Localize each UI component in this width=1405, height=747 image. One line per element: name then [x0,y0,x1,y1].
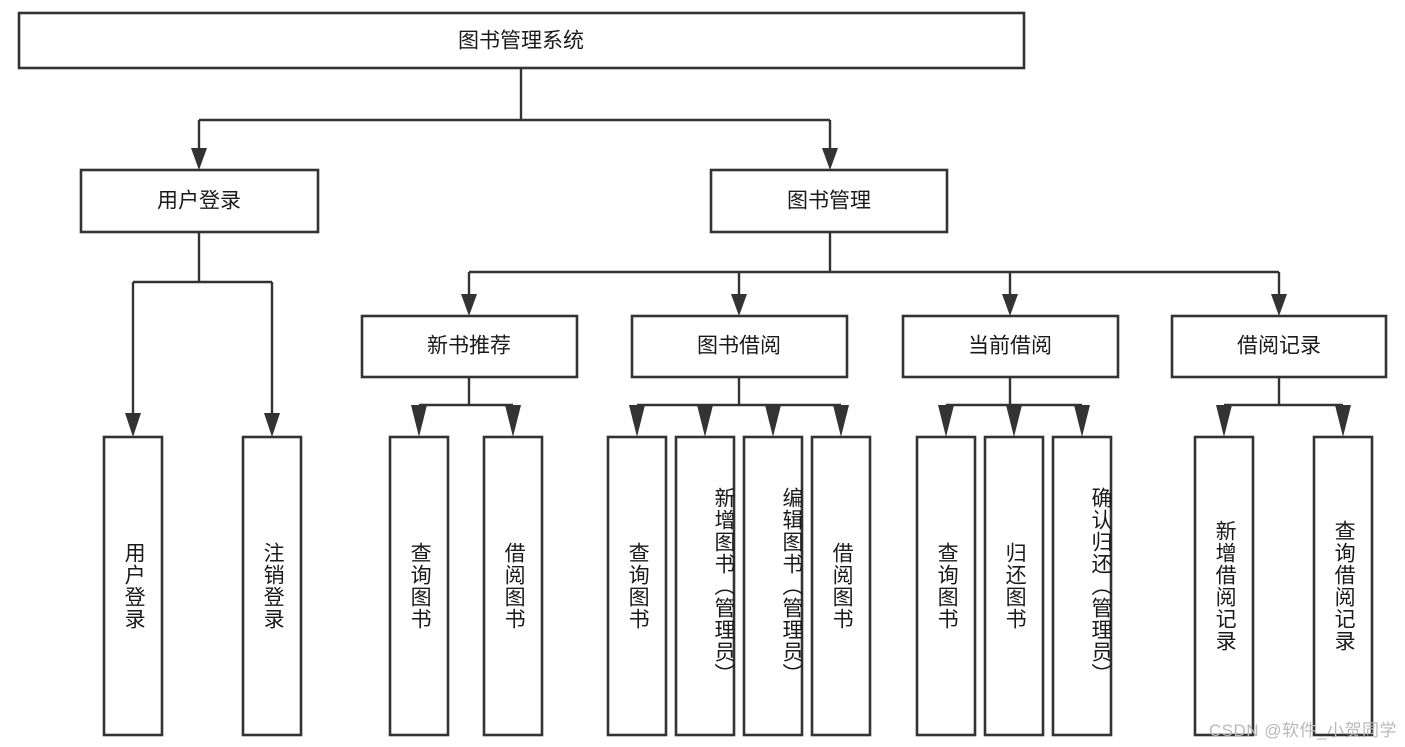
node-box-leaf-br-2[interactable] [1312,435,1374,737]
arrow-head-leaf-cb-3 [1074,405,1090,437]
arrow-head-leaf-cb-2 [1006,405,1022,437]
node-label-user-login: 用户登录 [157,190,241,213]
arrow-head-book-borrow [731,294,747,316]
arrow-head-new-book-recommend [461,294,477,316]
arrow-head-leaf-user-login-1 [125,413,141,437]
node-label-new-book-recommend: 新书推荐 [427,335,511,358]
arrow-head-leaf-br-1 [1216,405,1232,437]
arrow-head-leaf-nbr-1 [411,405,427,437]
arrow-head-leaf-bb-1 [629,405,645,437]
node-box-leaf-bb-3[interactable] [742,435,804,737]
node-box-leaf-bb-4[interactable] [810,435,872,737]
arrow-head-leaf-bb-4 [833,405,849,437]
node-box-leaf-user-login-1[interactable] [102,435,164,737]
connector-group-book-borrow [629,377,849,437]
node-box-leaf-cb-1[interactable] [915,435,977,737]
node-box-leaf-br-1[interactable] [1193,435,1255,737]
csdn-watermark: CSDN @软件_小贺同学 [1208,721,1397,740]
node-book-management[interactable]: 图书管理 [709,168,949,234]
arrow-head-user-login [191,148,207,170]
arrow-head-current-borrow [1002,294,1018,316]
node-box-book-borrow[interactable] [630,314,849,379]
node-box-current-borrow[interactable] [901,314,1120,379]
node-box-book-management[interactable] [709,168,949,234]
node-box-leaf-bb-2[interactable] [674,435,736,737]
node-label-book-borrow: 图书借阅 [697,335,781,358]
arrow-head-leaf-br-2 [1335,405,1351,437]
node-box-borrow-record[interactable] [1170,314,1388,379]
node-root-book-management-system[interactable]: 图书管理系统 [17,11,1026,70]
connector-group-borrow-record [1216,377,1351,437]
node-user-login[interactable]: 用户登录 [79,168,320,234]
arrow-head-leaf-bb-2 [697,405,713,437]
connector-group-user-login [125,232,280,437]
arrow-head-borrow-record [1271,294,1287,316]
connector-group-new-book-recommend [411,377,521,437]
arrow-head-leaf-bb-3 [765,405,781,437]
arrow-head-leaf-cb-1 [938,405,954,437]
node-box-leaf-bb-1[interactable] [606,435,668,737]
connector-group-book-mgmt [461,232,1287,316]
arrow-head-leaf-nbr-2 [505,405,521,437]
node-label-book-management: 图书管理 [787,190,871,213]
node-box-leaf-user-login-2[interactable] [241,435,303,737]
node-label-root: 图书管理系统 [458,30,584,53]
node-box-leaf-cb-3[interactable] [1051,435,1113,737]
node-box-leaf-nbr-1[interactable] [388,435,450,737]
node-box-new-book-recommend[interactable] [360,314,579,379]
arrow-head-book-mgmt [822,148,838,170]
node-book-borrow[interactable]: 图书借阅 [630,314,849,379]
node-borrow-record[interactable]: 借阅记录 [1170,314,1388,379]
node-box-leaf-cb-2[interactable] [983,435,1045,737]
node-box-root[interactable] [17,11,1026,70]
node-label-borrow-record: 借阅记录 [1237,335,1321,358]
node-label-current-borrow: 当前借阅 [968,335,1052,358]
node-new-book-recommend[interactable]: 新书推荐 [360,314,579,379]
node-box-leaf-nbr-2[interactable] [482,435,544,737]
node-box-user-login[interactable] [79,168,320,234]
node-current-borrow[interactable]: 当前借阅 [901,314,1120,379]
connector-group-current-borrow [938,377,1090,437]
arrow-head-leaf-user-login-2 [264,413,280,437]
connector-group-root [191,68,838,170]
